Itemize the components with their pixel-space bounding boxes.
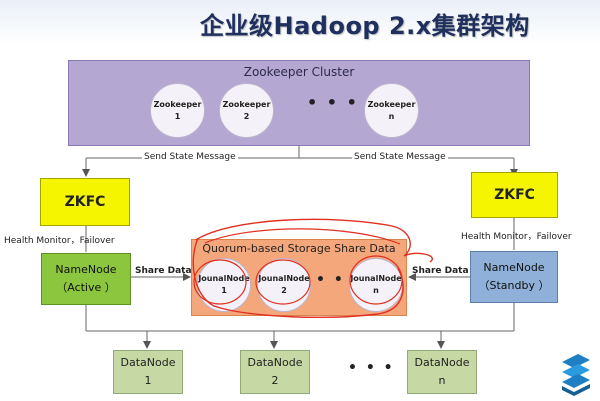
journalnode-index: n bbox=[373, 286, 379, 295]
zookeeper-node-index: 1 bbox=[174, 111, 181, 121]
datanode-name: DataNode bbox=[120, 356, 176, 370]
quorum-storage: Quorum-based Storage Share Data JounalNo… bbox=[191, 239, 407, 316]
datanode-index: 1 bbox=[144, 374, 152, 387]
zookeeper-ellipsis: • • • bbox=[307, 93, 359, 112]
annotation-stroke-inner bbox=[204, 228, 401, 245]
journalnode-index: 1 bbox=[221, 286, 227, 295]
share-data-label-left: Share Data bbox=[135, 266, 192, 276]
namenode-standby: NameNode （Standby ） bbox=[470, 251, 558, 303]
zookeeper-node-name: Zookeeper bbox=[367, 99, 416, 109]
zookeeper-node-index: 2 bbox=[243, 111, 250, 121]
zookeeper-cluster-label: Zookeeper Cluster bbox=[243, 65, 355, 79]
health-monitor-label-left: Health Monitor，Failover bbox=[4, 236, 115, 246]
zookeeper-node-n: Zookeeper n bbox=[364, 83, 419, 138]
zkfc-left: ZKFC bbox=[40, 178, 130, 226]
page-title: 企业级Hadoop 2.x集群架构 bbox=[200, 12, 530, 40]
annotation-circle-1 bbox=[193, 259, 247, 305]
zookeeper-cluster: Zookeeper Cluster Zookeeper 1 Zookeeper … bbox=[68, 60, 530, 146]
datanode-1: DataNode 1 bbox=[113, 350, 183, 394]
share-data-label-right: Share Data bbox=[412, 266, 469, 276]
zkfc-right: ZKFC bbox=[471, 172, 558, 218]
annotation-stroke-top bbox=[195, 218, 433, 263]
quorum-storage-label: Quorum-based Storage Share Data bbox=[202, 242, 396, 255]
journalnode-name: JounalNode bbox=[198, 274, 250, 283]
zookeeper-node-name: Zookeeper bbox=[222, 99, 271, 109]
datanode-index: 2 bbox=[271, 374, 279, 387]
journalnode-1: JounalNode 1 bbox=[197, 258, 251, 312]
journalnode-name: JounalNode bbox=[350, 274, 402, 283]
namenode-active-state: （Active ） bbox=[56, 281, 116, 294]
datanode-index: n bbox=[438, 374, 446, 387]
journalnode-n: JounalNode n bbox=[349, 258, 403, 312]
journalnode-index: 2 bbox=[281, 286, 287, 295]
logo-icon bbox=[562, 354, 590, 396]
annotation-stroke-bottom bbox=[192, 237, 404, 318]
send-state-label-left: Send State Message bbox=[142, 152, 238, 162]
journalnode-name: JounalNode bbox=[258, 274, 310, 283]
zookeeper-node-index: n bbox=[388, 111, 395, 121]
annotation-circle-n bbox=[349, 255, 403, 305]
zookeeper-node-name: Zookeeper bbox=[153, 99, 202, 109]
send-state-label-right: Send State Message bbox=[352, 152, 448, 162]
namenode-standby-state: （Standby ） bbox=[478, 279, 550, 292]
datanode-n: DataNode n bbox=[407, 350, 477, 394]
title-bar bbox=[0, 0, 600, 44]
datanode-ellipsis: • • • bbox=[348, 360, 395, 376]
namenode-active: NameNode （Active ） bbox=[41, 253, 131, 305]
datanode-name: DataNode bbox=[414, 356, 470, 370]
datanode-name: DataNode bbox=[247, 356, 303, 370]
annotation-circle-2 bbox=[255, 259, 311, 305]
namenode-active-name: NameNode bbox=[55, 263, 117, 277]
datanode-2: DataNode 2 bbox=[240, 350, 310, 394]
health-monitor-label-right: Health Monitor，Failover bbox=[461, 232, 572, 242]
zookeeper-node-1: Zookeeper 1 bbox=[150, 83, 205, 138]
zookeeper-node-2: Zookeeper 2 bbox=[219, 83, 274, 138]
namenode-standby-name: NameNode bbox=[483, 261, 545, 275]
